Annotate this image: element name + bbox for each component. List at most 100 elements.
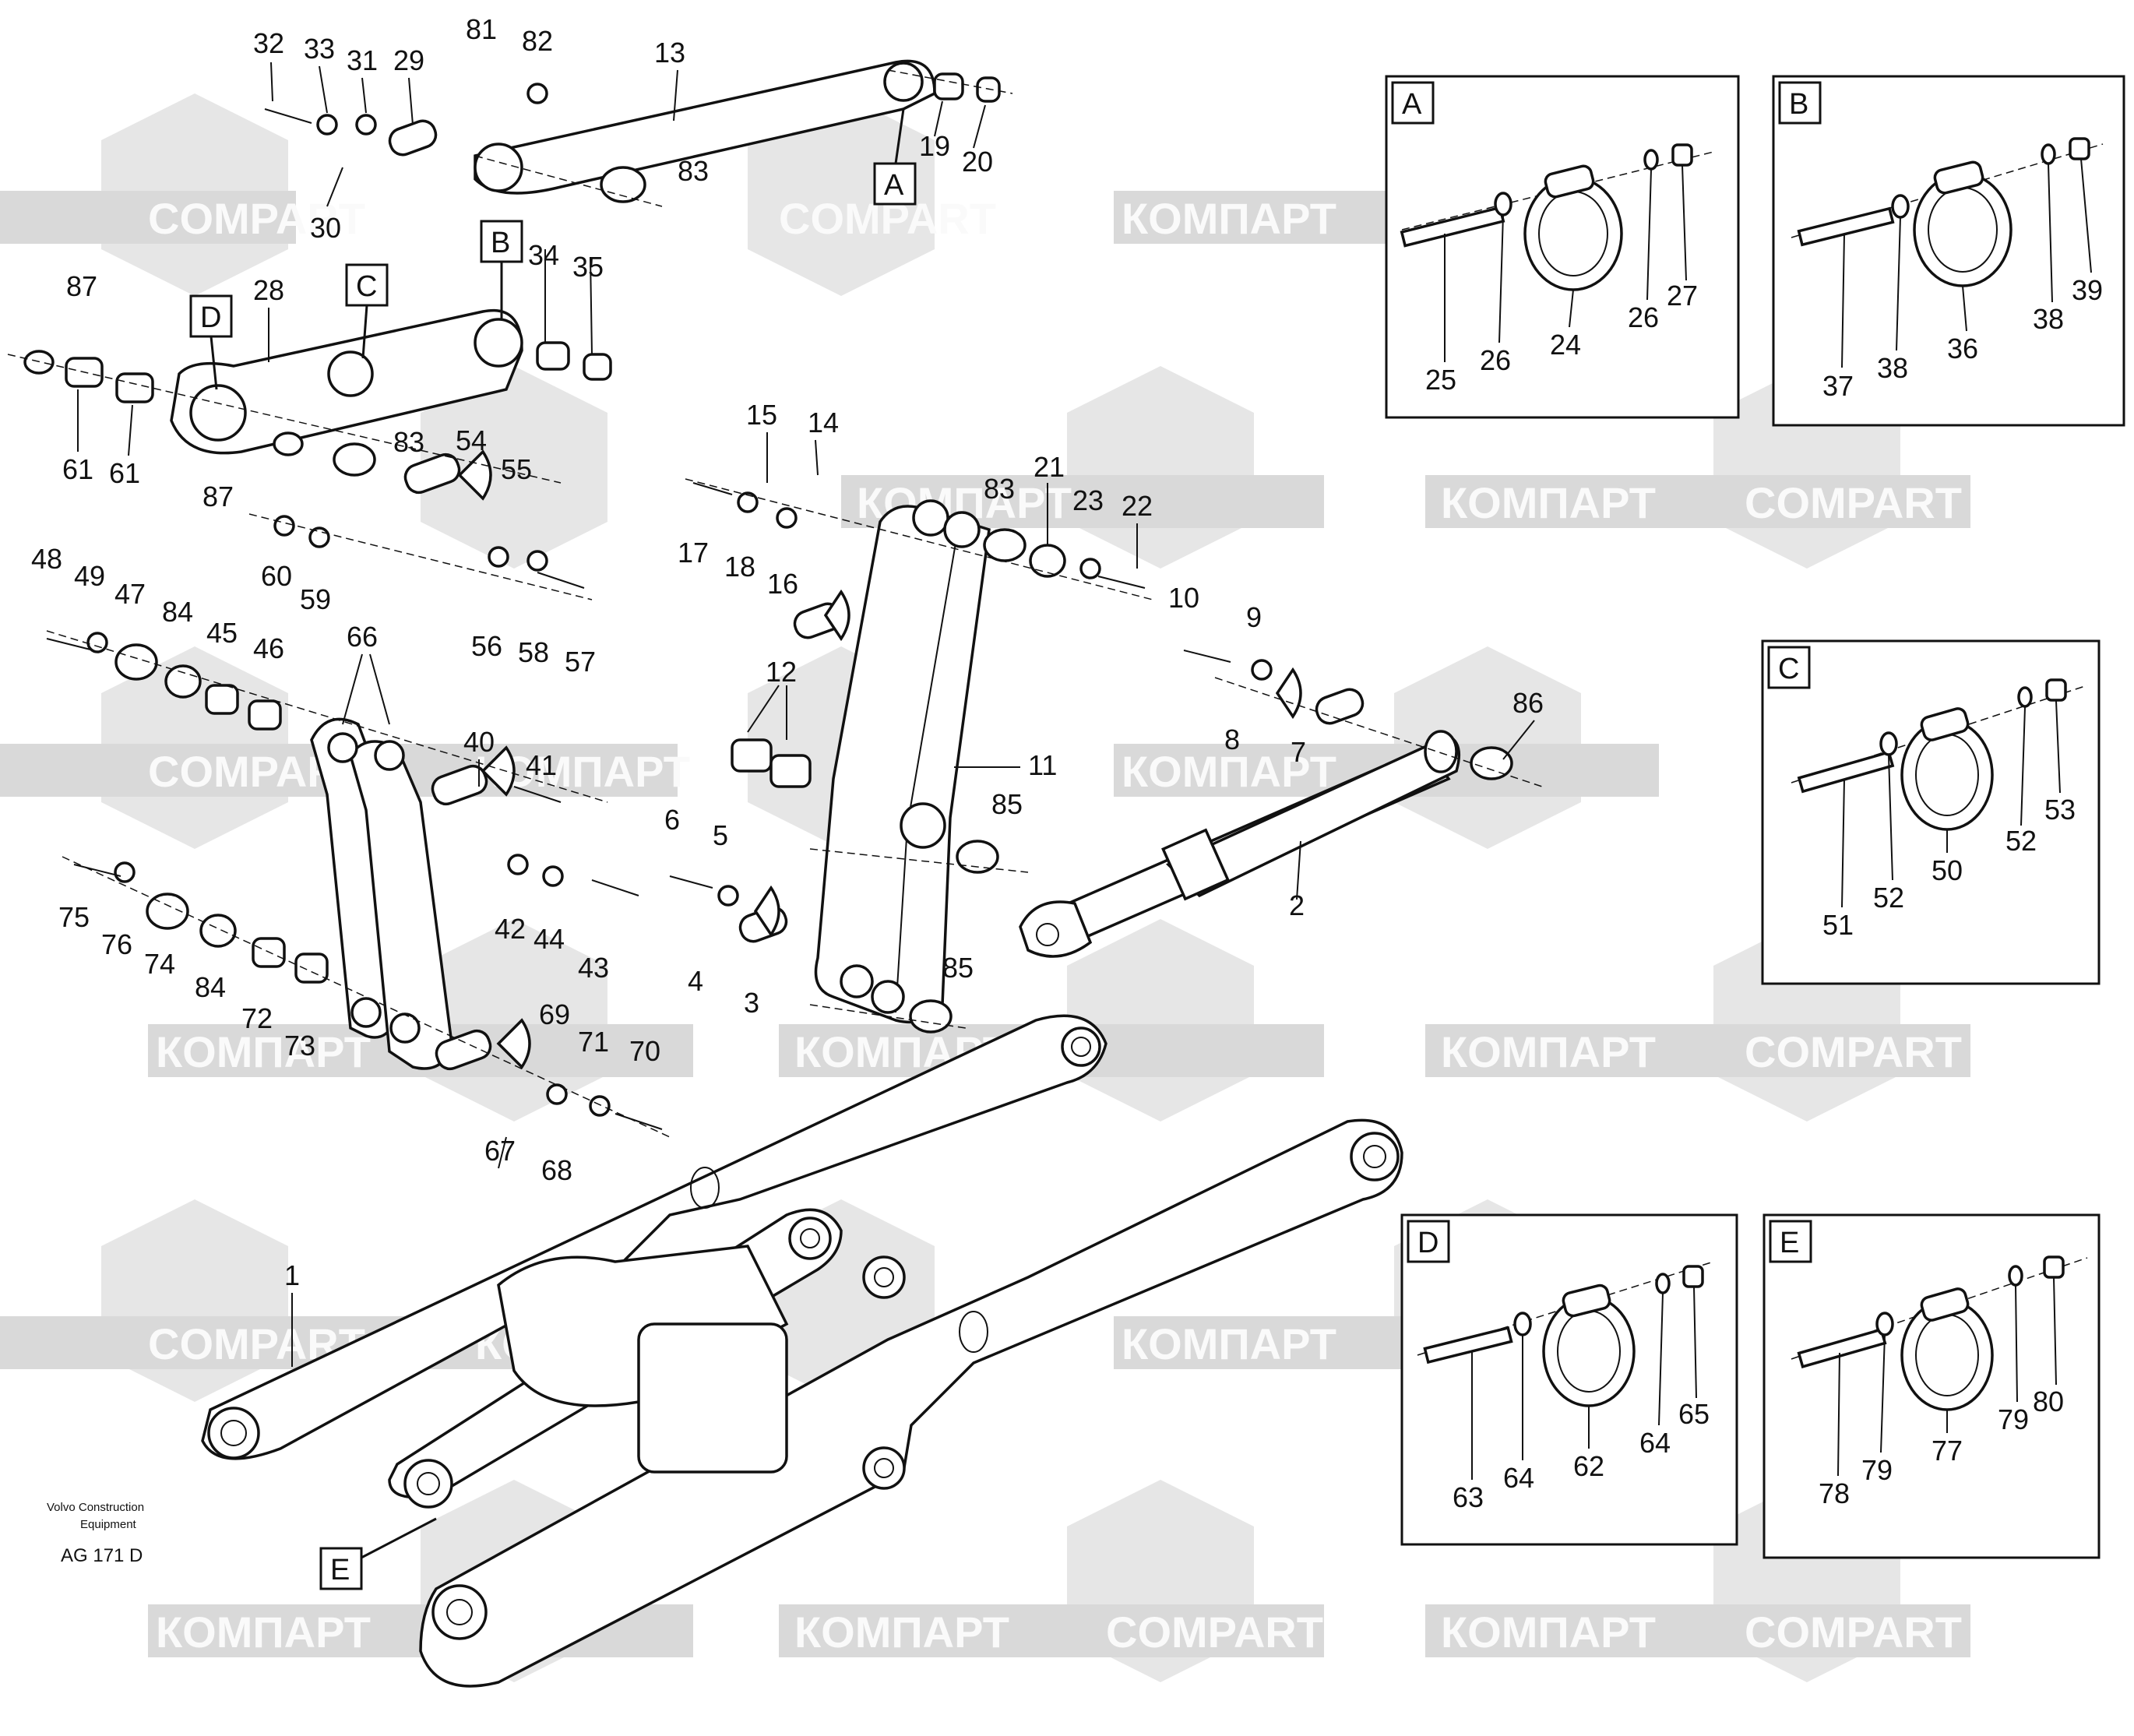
part-number: 49 — [74, 560, 105, 592]
part-number: 33 — [304, 33, 335, 65]
part-number: 87 — [66, 270, 97, 302]
part-number: 32 — [253, 27, 284, 59]
detail-box-d: D 63 64 62 64 65 — [1400, 1213, 1738, 1546]
drawing-code: AG 171 D — [61, 1545, 143, 1566]
detail-box-c: C 51 52 50 52 53 — [1761, 639, 2101, 985]
part-number: 8 — [1224, 724, 1240, 755]
detail-b-label: 38 — [2033, 303, 2064, 335]
part-number: 2 — [1289, 889, 1305, 921]
part-number: 34 — [528, 239, 559, 271]
part-number: 45 — [206, 617, 238, 649]
detail-d-label: 62 — [1573, 1450, 1604, 1482]
detail-e-label: 77 — [1932, 1435, 1963, 1467]
drawing-footer: Volvo Construction Equipment AG 171 D — [47, 1501, 144, 1566]
link-28 — [170, 308, 523, 455]
part-number: 83 — [678, 155, 709, 187]
detail-a-title: A — [1402, 88, 1422, 121]
detail-c-label: 52 — [1873, 882, 1904, 914]
part-number: 75 — [58, 901, 90, 933]
watermark-text: COMPART — [1745, 1027, 1962, 1076]
part-number: 14 — [808, 407, 839, 438]
part-number: 54 — [456, 424, 487, 456]
part-number: 10 — [1168, 582, 1199, 614]
part-number: 31 — [347, 44, 378, 76]
lift-arm-frame — [201, 1014, 1403, 1688]
part-number: 74 — [144, 948, 175, 980]
bell-crank — [814, 499, 991, 1024]
part-number: 87 — [202, 481, 234, 512]
detail-c-label: 51 — [1822, 909, 1854, 941]
part-number: 1 — [284, 1259, 300, 1291]
watermark-text: КОМПАРТ — [156, 1607, 371, 1657]
detail-d-label: 63 — [1453, 1481, 1484, 1513]
part-number: 18 — [724, 551, 755, 583]
part-number: 22 — [1122, 490, 1153, 522]
part-number: 81 — [466, 13, 497, 45]
detail-e-title: E — [1780, 1227, 1799, 1259]
detail-b-label: 37 — [1822, 370, 1854, 402]
part-number: 85 — [991, 788, 1023, 820]
detail-box-b: B 37 38 36 38 39 — [1772, 75, 2125, 427]
company-line-2: Equipment — [80, 1518, 137, 1531]
watermark-text: КОМПАРТ — [1441, 1607, 1656, 1657]
part-labels: 32 33 31 29 81 82 13 19 20 83 30 87 28 3… — [31, 13, 1544, 1291]
part-number: 35 — [572, 251, 604, 283]
watermark-text: КОМПАРТ — [156, 1027, 371, 1076]
part-number: 21 — [1034, 451, 1065, 483]
link-66 — [310, 717, 453, 1070]
part-number: 43 — [578, 952, 609, 984]
watermark-text: КОМПАРТ — [1441, 478, 1656, 527]
part-number: 73 — [284, 1030, 315, 1062]
part-number: 40 — [463, 726, 495, 758]
part-number: 44 — [534, 923, 565, 955]
detail-b-label: 38 — [1877, 352, 1908, 384]
detail-d-label: 64 — [1639, 1427, 1671, 1459]
watermark-text: COMPART — [1745, 478, 1962, 527]
part-number: 71 — [578, 1026, 609, 1058]
part-number: 58 — [518, 636, 549, 668]
detail-e-label: 80 — [2033, 1386, 2064, 1417]
part-number: 84 — [162, 596, 193, 628]
part-number: 57 — [565, 646, 596, 678]
part-number: 20 — [962, 146, 993, 178]
part-number: 83 — [984, 473, 1015, 505]
part-number: 41 — [526, 749, 557, 781]
detail-b-label: 36 — [1947, 333, 1978, 364]
callouts: A B C D E — [189, 108, 917, 1590]
part-number: 7 — [1291, 736, 1306, 768]
part-number: 59 — [300, 583, 331, 615]
part-number: 66 — [347, 621, 378, 653]
detail-a-label: 24 — [1550, 329, 1581, 361]
callout-c: C — [356, 270, 377, 303]
part-number: 11 — [1028, 749, 1057, 781]
detail-b-label: 39 — [2072, 274, 2103, 306]
part-number: 55 — [501, 453, 532, 485]
part-number: 3 — [744, 987, 759, 1019]
callout-b: B — [491, 227, 510, 259]
watermark-text: КОМПАРТ — [1122, 1319, 1336, 1368]
part-number: 12 — [766, 656, 797, 688]
part-number: 9 — [1246, 601, 1262, 633]
part-number: 5 — [713, 819, 728, 851]
hydraulic-cylinder — [1019, 730, 1461, 958]
watermark-text: КОМПАРТ — [1441, 1027, 1656, 1076]
part-number: 17 — [678, 537, 709, 569]
part-number: 83 — [393, 426, 424, 458]
detail-box-e: E 78 79 77 79 80 — [1762, 1213, 2101, 1559]
part-number: 61 — [62, 453, 93, 485]
part-number: 86 — [1512, 687, 1544, 719]
watermark-text: COMPART — [1745, 1607, 1962, 1657]
detail-c-title: C — [1778, 653, 1799, 685]
part-number: 28 — [253, 274, 284, 306]
detail-a-label: 25 — [1425, 364, 1456, 396]
part-number: 84 — [195, 971, 226, 1003]
axis-lines — [7, 69, 1543, 1138]
part-number: 13 — [654, 37, 685, 69]
watermark-text: COMPART — [1106, 1607, 1323, 1657]
part-number: 56 — [471, 630, 502, 662]
part-number: 68 — [541, 1154, 572, 1186]
watermark-text: КОМПАРТ — [1122, 747, 1336, 796]
part-number: 4 — [688, 965, 703, 997]
detail-b-title: B — [1789, 88, 1808, 121]
